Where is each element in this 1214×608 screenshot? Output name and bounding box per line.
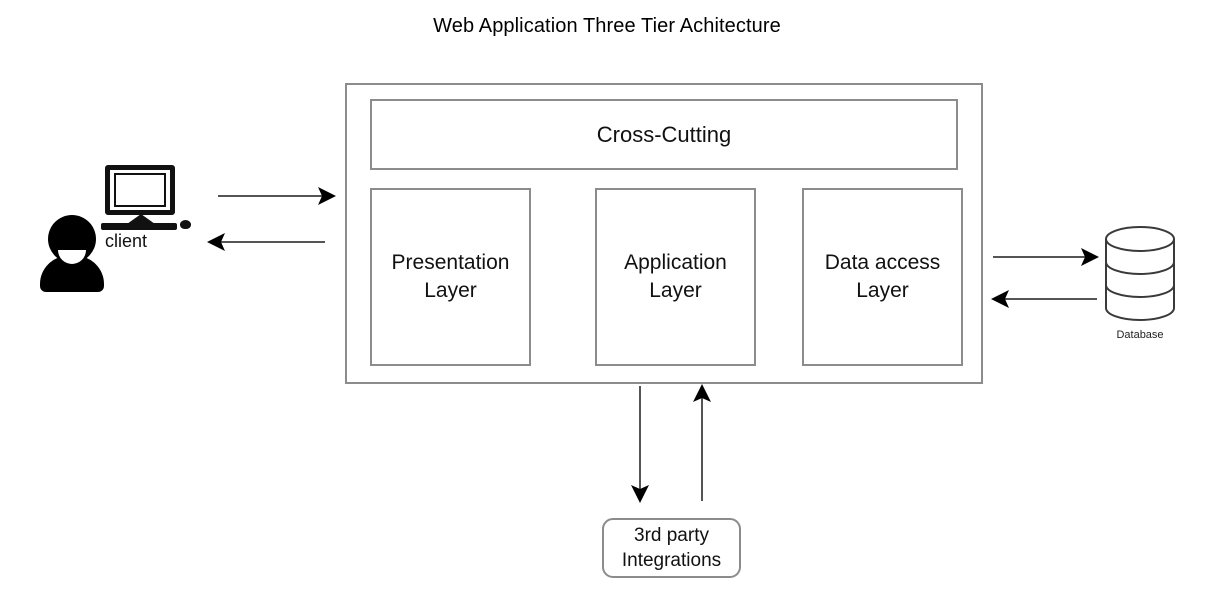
cross-cutting-label: Cross-Cutting bbox=[596, 121, 732, 147]
monitor-stand-icon bbox=[127, 214, 155, 224]
third-party-integrations-box[interactable]: 3rd party Integrations bbox=[602, 518, 741, 578]
data-access-layer-label: Data access Layer bbox=[824, 251, 941, 302]
client-actor: client bbox=[30, 160, 191, 292]
presentation-layer-box[interactable]: Presentation Layer bbox=[370, 188, 531, 366]
database-label: Database bbox=[1116, 329, 1164, 341]
client-label: client bbox=[105, 231, 148, 251]
database-cylinder-icon bbox=[1104, 226, 1176, 321]
mouse-icon bbox=[180, 220, 191, 229]
cross-cutting-box[interactable]: Cross-Cutting bbox=[370, 99, 958, 170]
presentation-layer-label: Presentation Layer bbox=[391, 251, 510, 302]
application-layer-label: Application Layer bbox=[624, 251, 727, 302]
desktop-computer-icon bbox=[105, 165, 175, 215]
keyboard-icon bbox=[101, 223, 177, 230]
monitor-screen bbox=[114, 173, 166, 207]
third-party-integrations-label: 3rd party Integrations bbox=[621, 525, 722, 571]
data-access-layer-box[interactable]: Data access Layer bbox=[802, 188, 963, 366]
page-title: Web Application Three Tier Achitecture bbox=[433, 15, 781, 37]
user-neck-gap bbox=[58, 250, 86, 264]
application-layer-box[interactable]: Application Layer bbox=[595, 188, 756, 366]
